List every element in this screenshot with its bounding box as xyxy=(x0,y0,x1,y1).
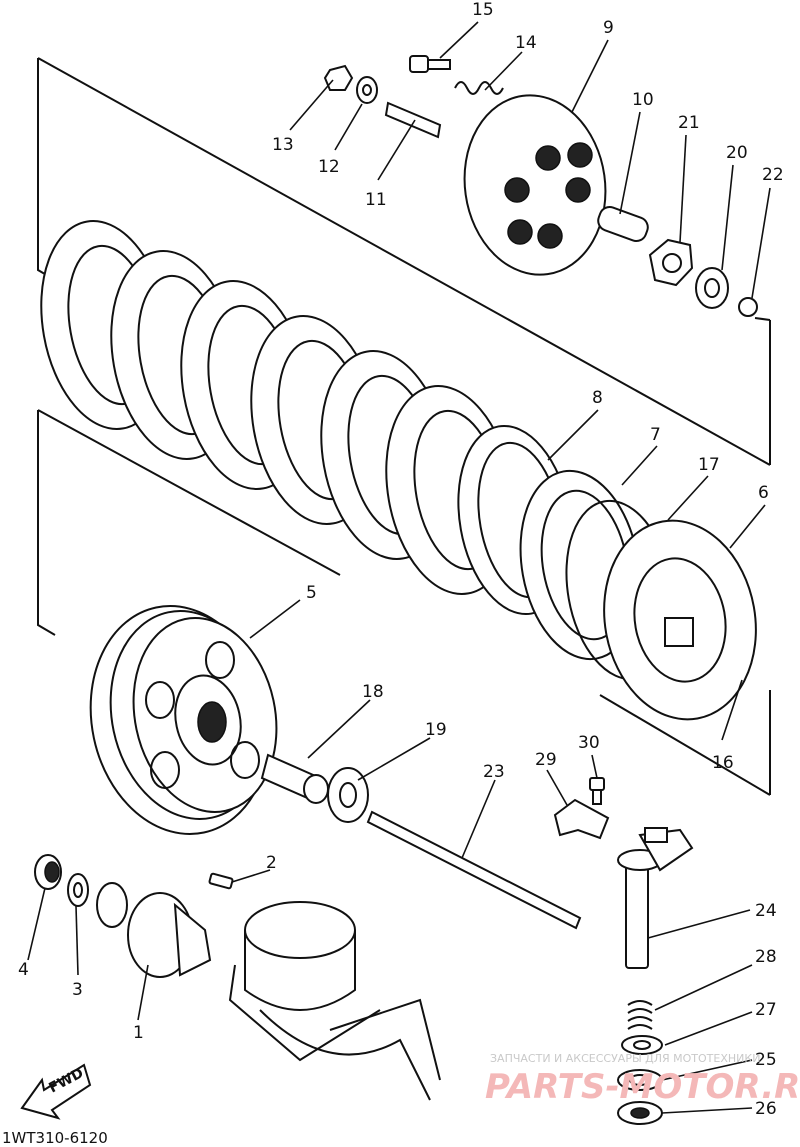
callout-10: 10 xyxy=(632,90,654,110)
callout-numbers: 15 14 9 10 21 20 22 13 12 11 8 7 17 6 16… xyxy=(18,0,784,1119)
callout-24: 24 xyxy=(755,901,777,921)
callout-7: 7 xyxy=(650,425,661,445)
push-rod-10 xyxy=(597,205,649,243)
callout-27: 27 xyxy=(755,1000,777,1020)
watermark: ЗАПЧАСТИ И АКСЕССУАРЫ ДЛЯ МОТОТЕХНИКИ PA… xyxy=(485,1052,800,1107)
watermark-tagline: ЗАПЧАСТИ И АКСЕССУАРЫ ДЛЯ МОТОТЕХНИКИ xyxy=(490,1052,760,1065)
assembly-frame xyxy=(37,57,771,796)
crankshaft xyxy=(228,901,441,1101)
leader-lines xyxy=(27,21,771,1114)
spacer-18 xyxy=(260,753,329,804)
nut-13 xyxy=(323,64,354,91)
callout-3: 3 xyxy=(72,980,83,1000)
callout-14: 14 xyxy=(515,33,537,53)
forward-direction-arrow: FWD xyxy=(20,1063,92,1120)
callout-5: 5 xyxy=(306,583,317,603)
key-2 xyxy=(208,872,234,890)
bolt-30 xyxy=(589,777,605,805)
push-rod-23 xyxy=(366,810,582,930)
callout-17: 17 xyxy=(698,455,720,475)
pressure-plate-9 xyxy=(463,94,607,276)
spring-28 xyxy=(627,1000,653,1030)
callout-23: 23 xyxy=(483,762,505,782)
callout-21: 21 xyxy=(678,113,700,133)
callout-13: 13 xyxy=(272,135,294,155)
callout-25: 25 xyxy=(755,1050,777,1070)
nut-4 xyxy=(34,854,62,890)
callout-28: 28 xyxy=(755,947,777,967)
clutch-plate-stack xyxy=(40,220,757,721)
washer-19 xyxy=(327,767,369,823)
callout-4: 4 xyxy=(18,960,29,980)
callout-29: 29 xyxy=(535,750,557,770)
callout-30: 30 xyxy=(578,733,600,753)
push-lever-shaft-24 xyxy=(617,827,694,969)
bearing-26 xyxy=(617,1101,663,1125)
callout-1: 1 xyxy=(133,1023,144,1043)
lock-washer-20 xyxy=(695,267,729,309)
callout-18: 18 xyxy=(362,682,384,702)
adjusting-screw-11 xyxy=(384,101,442,139)
callout-2: 2 xyxy=(266,853,277,873)
primary-drive-gear-1 xyxy=(96,882,212,978)
bracket-29 xyxy=(553,798,610,840)
washer-27 xyxy=(621,1035,663,1055)
screw-15 xyxy=(409,55,451,73)
nut-21 xyxy=(648,238,694,287)
callout-19: 19 xyxy=(425,720,447,740)
callout-9: 9 xyxy=(603,18,614,38)
callout-22: 22 xyxy=(762,165,784,185)
diagram-code: 1WT310-6120 xyxy=(2,1129,108,1147)
callout-16: 16 xyxy=(712,753,734,773)
callout-6: 6 xyxy=(758,483,769,503)
callout-8: 8 xyxy=(592,388,603,408)
callout-26: 26 xyxy=(755,1099,777,1119)
washer-3 xyxy=(67,873,89,907)
pressure-plate-6 xyxy=(603,519,757,721)
callout-15: 15 xyxy=(472,0,494,20)
watermark-logo: PARTS-MOTOR.RU xyxy=(485,1067,800,1107)
spring-14 xyxy=(454,81,504,95)
washer-12 xyxy=(356,76,378,104)
ball-22 xyxy=(738,297,758,317)
primary-driven-gear-5 xyxy=(89,605,278,835)
callout-12: 12 xyxy=(318,157,340,177)
callout-11: 11 xyxy=(365,190,387,210)
callout-20: 20 xyxy=(726,143,748,163)
